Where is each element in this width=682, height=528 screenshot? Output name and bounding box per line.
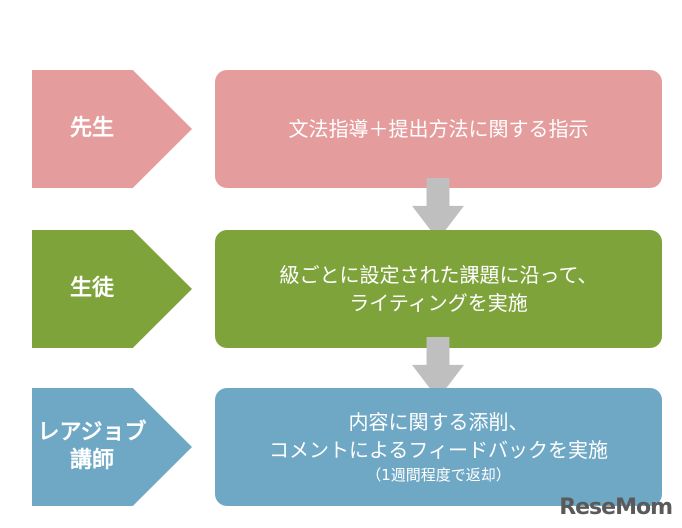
resemom-logo: ReseMom xyxy=(559,495,673,520)
tutor-label: レアジョブ講師 xyxy=(32,388,192,506)
role-text: レアジョブ講師 xyxy=(32,419,152,475)
role-line: レアジョブ xyxy=(37,420,147,445)
step-note: （1週間程度で返却） xyxy=(366,466,511,484)
role-text: 先生 xyxy=(69,116,114,141)
teacher-step: 文法指導＋提出方法に関する指示 xyxy=(215,70,662,188)
teacher-label: 先生 xyxy=(32,70,192,188)
student-step: 級ごとに設定された課題に沿って、ライティングを実施 xyxy=(215,230,662,348)
role-text: 生徒 xyxy=(69,276,114,301)
student-label: 生徒 xyxy=(32,230,192,348)
step-text: 級ごとに設定された課題に沿って、 xyxy=(279,263,598,287)
step-text: 内容に関する添削、 xyxy=(348,410,529,434)
role-line: 講師 xyxy=(69,448,114,473)
step-text: コメントによるフィードバックを実施 xyxy=(269,438,608,462)
step-text: 文法指導＋提出方法に関する指示 xyxy=(288,117,589,141)
step-text: ライティングを実施 xyxy=(349,291,528,315)
tutor-step: 内容に関する添削、コメントによるフィードバックを実施 （1週間程度で返却） xyxy=(215,388,662,506)
